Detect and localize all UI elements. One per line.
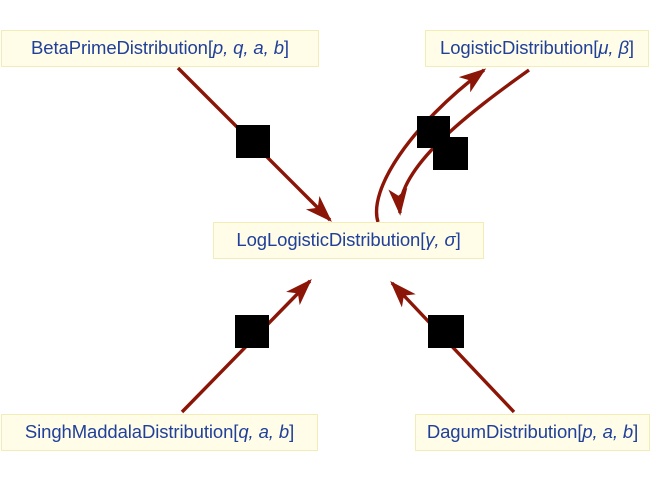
node-dagum-head: DagumDistribution[ <box>426 421 583 442</box>
node-beta-prime-distribution[interactable]: BetaPrimeDistribution[p, q, a, b] <box>1 30 319 67</box>
edge-marker-singhmaddala <box>235 315 269 348</box>
node-logistic-distribution[interactable]: LogisticDistribution[μ, β] <box>425 30 649 67</box>
node-beta-prime-params: p, q, a, b <box>212 37 284 58</box>
edge-loglogistic-to-logistic <box>374 68 487 223</box>
edge-marker-logistic-to-loglogistic <box>433 137 468 170</box>
node-logistic-tail: ] <box>628 37 634 58</box>
node-beta-prime-head: BetaPrimeDistribution[ <box>31 37 213 58</box>
node-loglogistic-head: LogLogisticDistribution[ <box>236 229 426 250</box>
node-dagum-params: p, a, b <box>582 421 634 442</box>
node-singh-maddala-head: SinghMaddalaDistribution[ <box>24 421 239 442</box>
node-singh-maddala-params: q, a, b <box>238 421 290 442</box>
node-logistic-head: LogisticDistribution[ <box>440 37 599 58</box>
edge-marker-betaprime <box>236 125 270 158</box>
node-singh-maddala-distribution[interactable]: SinghMaddalaDistribution[q, a, b] <box>1 414 318 451</box>
node-loglogistic-params: γ, σ <box>425 229 456 250</box>
node-dagum-distribution[interactable]: DagumDistribution[p, a, b] <box>415 414 650 451</box>
node-beta-prime-tail: ] <box>283 37 289 58</box>
node-dagum-tail: ] <box>633 421 639 442</box>
edge-marker-dagum <box>428 315 464 348</box>
node-singh-maddala-tail: ] <box>289 421 295 442</box>
node-logistic-params: μ, β <box>598 37 629 58</box>
node-loglogistic-distribution[interactable]: LogLogisticDistribution[γ, σ] <box>213 222 484 259</box>
node-loglogistic-tail: ] <box>455 229 461 250</box>
